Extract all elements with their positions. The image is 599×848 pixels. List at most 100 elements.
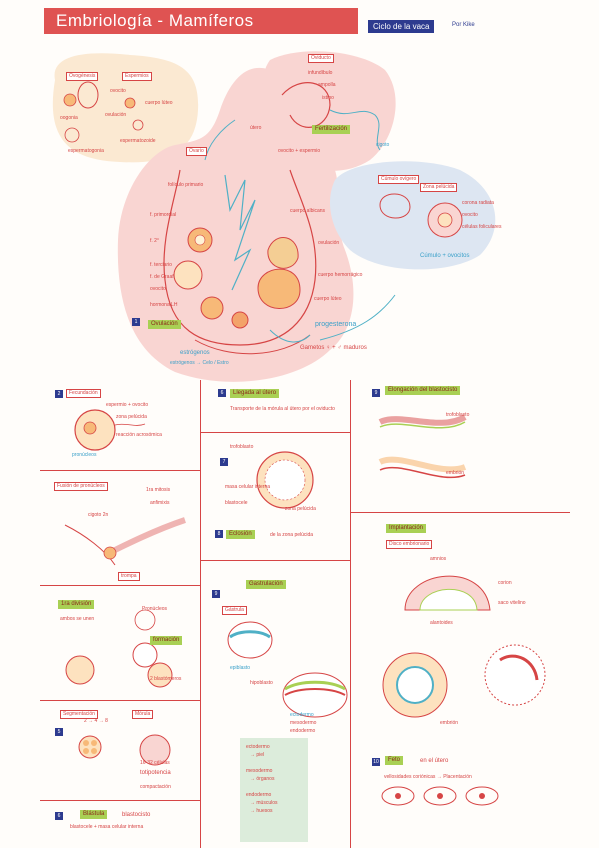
- label-ectodermo: ectodermo: [290, 712, 314, 718]
- label-espermatogonia: espermatogonia: [68, 148, 104, 154]
- label-gametos: Gametos ♀ + ♂ maduros: [300, 345, 367, 351]
- label-f-graaf: f. de Graaf: [150, 274, 174, 280]
- label-compactacion: compactación: [140, 784, 171, 790]
- step-6-badge: 6: [55, 812, 63, 820]
- label-embrion-3: embrión: [446, 470, 465, 476]
- blastocisto-diagram: [256, 451, 314, 509]
- oviducto-tag: Oviducto: [308, 54, 334, 63]
- disco-tag: Disco embrionario: [386, 540, 433, 549]
- label-totipotencia: totipotencia: [140, 770, 171, 776]
- label-progesterona: progesterona: [315, 321, 357, 328]
- llegada-text: Transporte de la mórula al útero por el …: [230, 406, 335, 412]
- trompa-diagram: [64, 517, 186, 566]
- implantacion-diagram: [382, 575, 546, 718]
- label-espermatozoide: espermatozoide: [120, 138, 156, 144]
- ovogenesis-tag: Ovogénesis: [66, 72, 99, 81]
- label-cumulo-ovocitos: Cúmulo + ovocitos: [420, 253, 470, 259]
- cumulo-tag: Cúmulo ovígero: [378, 175, 420, 184]
- fertilizacion-highlight: Fertilización: [312, 125, 351, 134]
- segmentacion-tag: Segmentación: [60, 710, 98, 719]
- morula-tag: Mórula: [132, 710, 154, 719]
- label-cigoto: cigoto: [376, 142, 390, 148]
- label-trofoblasto: trofoblasto: [230, 444, 254, 450]
- trompa-tag: trompa: [118, 572, 140, 581]
- label-pronucleos: pronúcleos: [72, 452, 97, 458]
- eclosion-text: de la zona pelúcida: [270, 532, 314, 538]
- label-endodermo: endodermo: [290, 728, 316, 734]
- step-5-badge: 5: [55, 728, 63, 736]
- step-col3-badge: 9: [372, 389, 380, 397]
- label-f-tertiary: f. terciario: [150, 262, 172, 268]
- label-foliculares: células foliculares: [462, 224, 502, 230]
- step-8-badge: 8: [215, 530, 223, 538]
- note-line-5: → músculos: [250, 800, 278, 806]
- label-folicle-primary: folículo primario: [168, 182, 204, 188]
- label-corion: corion: [498, 580, 512, 586]
- step-2-badge: 2: [55, 390, 63, 398]
- divider-c1-1: [40, 470, 200, 471]
- fecundacion-tag: Fecundación: [66, 389, 101, 398]
- step-1-badge: 1: [132, 318, 140, 326]
- note-line-3: → piel: [250, 752, 265, 758]
- label-utero: útero: [250, 125, 262, 131]
- label-se-unen: ambos se unen: [60, 616, 95, 622]
- label-amnios: amnios: [430, 556, 447, 562]
- gastrula-diagram: [227, 621, 348, 718]
- gastrulacion-highlight: Gastrulación: [246, 580, 286, 589]
- eclosion-highlight: Eclosión: [226, 530, 255, 539]
- label-embrion-4: embrión: [440, 720, 459, 726]
- division-diagram: [65, 609, 173, 688]
- step-9-badge: 9: [212, 590, 220, 598]
- step-10-badge: 10: [372, 758, 380, 766]
- label-lh: hormona LH: [150, 302, 178, 308]
- label-ovocito-right: ovocito: [462, 212, 478, 218]
- label-celo: estrógenos → Celo / Estro: [170, 360, 229, 366]
- note-line-0: ectodermo: [246, 744, 270, 750]
- feto-highlight: Feto: [385, 756, 404, 765]
- divider-col2: [350, 380, 351, 848]
- label-pronucleos-2: Pronúcleos: [142, 606, 168, 612]
- label-reaccion: reacción acrosómica: [116, 432, 162, 438]
- label-blastocisto: blastocisto: [122, 812, 151, 818]
- note-line-4: → órganos: [250, 776, 275, 782]
- division-highlight: 1ra división: [58, 600, 95, 609]
- ovulacion-highlight: Ovulación: [148, 320, 181, 329]
- label-blastocele-2: blastocele: [225, 500, 248, 506]
- divider-c1-4: [40, 800, 200, 801]
- label-trofo-3: trofoblasto: [446, 412, 470, 418]
- label-epiblasto: epiblasto: [230, 665, 251, 671]
- label-infundibulo: infundíbulo: [308, 70, 333, 76]
- label-cuerpo-luteo-left: cuerpo lúteo: [145, 100, 173, 106]
- feto-sub: vellosidades coriónicas → Placentación: [384, 774, 472, 780]
- divider-c2-1: [200, 432, 350, 433]
- subtitle-badge: Ciclo de la vaca: [368, 20, 435, 33]
- label-primordial: f. primordial: [150, 212, 177, 218]
- formacion-highlight: formación: [150, 636, 183, 645]
- blastula-highlight: Blástula: [80, 810, 108, 819]
- note-line-6: → huesos: [250, 808, 273, 814]
- divider-c3-1: [350, 512, 570, 513]
- divider-col1: [200, 380, 201, 848]
- elongacion-highlight: Elongación del blastocisto: [385, 386, 461, 395]
- morula-diagram: [78, 734, 171, 766]
- label-estrogenos: estrógenos: [180, 350, 210, 356]
- label-mitosis: 1ra mitosis: [146, 487, 171, 493]
- germ-layer-note: ectodermo mesodermo endodermo → piel → ó…: [240, 738, 308, 842]
- label-cigoto2n: cigoto 2n: [88, 512, 109, 518]
- label-cuerpo-luteo: cuerpo lúteo: [314, 296, 342, 302]
- elongacion-diagram: [378, 414, 467, 479]
- label-esp-ovo: espermio + ovocito: [106, 402, 149, 408]
- page-title: Embriología - Mamíferos: [44, 8, 358, 34]
- divider-c2-2: [200, 560, 350, 561]
- note-line-2: endodermo: [246, 792, 272, 798]
- divider-c1-3: [40, 700, 200, 701]
- label-cuerpo-albicans: cuerpo albicans: [290, 208, 326, 214]
- zona-pelucida-tag: Zona pelúcida: [420, 183, 458, 192]
- fecundacion-diagram: [74, 409, 146, 451]
- step-7-badge: 7: [220, 458, 228, 466]
- label-anfimixis: anfimixis: [150, 500, 170, 506]
- label-hipoblasto: hipoblasto: [250, 680, 273, 686]
- feto-diagram: [381, 786, 499, 806]
- label-fert-pair: ovocito + espermio: [278, 148, 321, 154]
- label-alantoides: alantoides: [430, 620, 453, 626]
